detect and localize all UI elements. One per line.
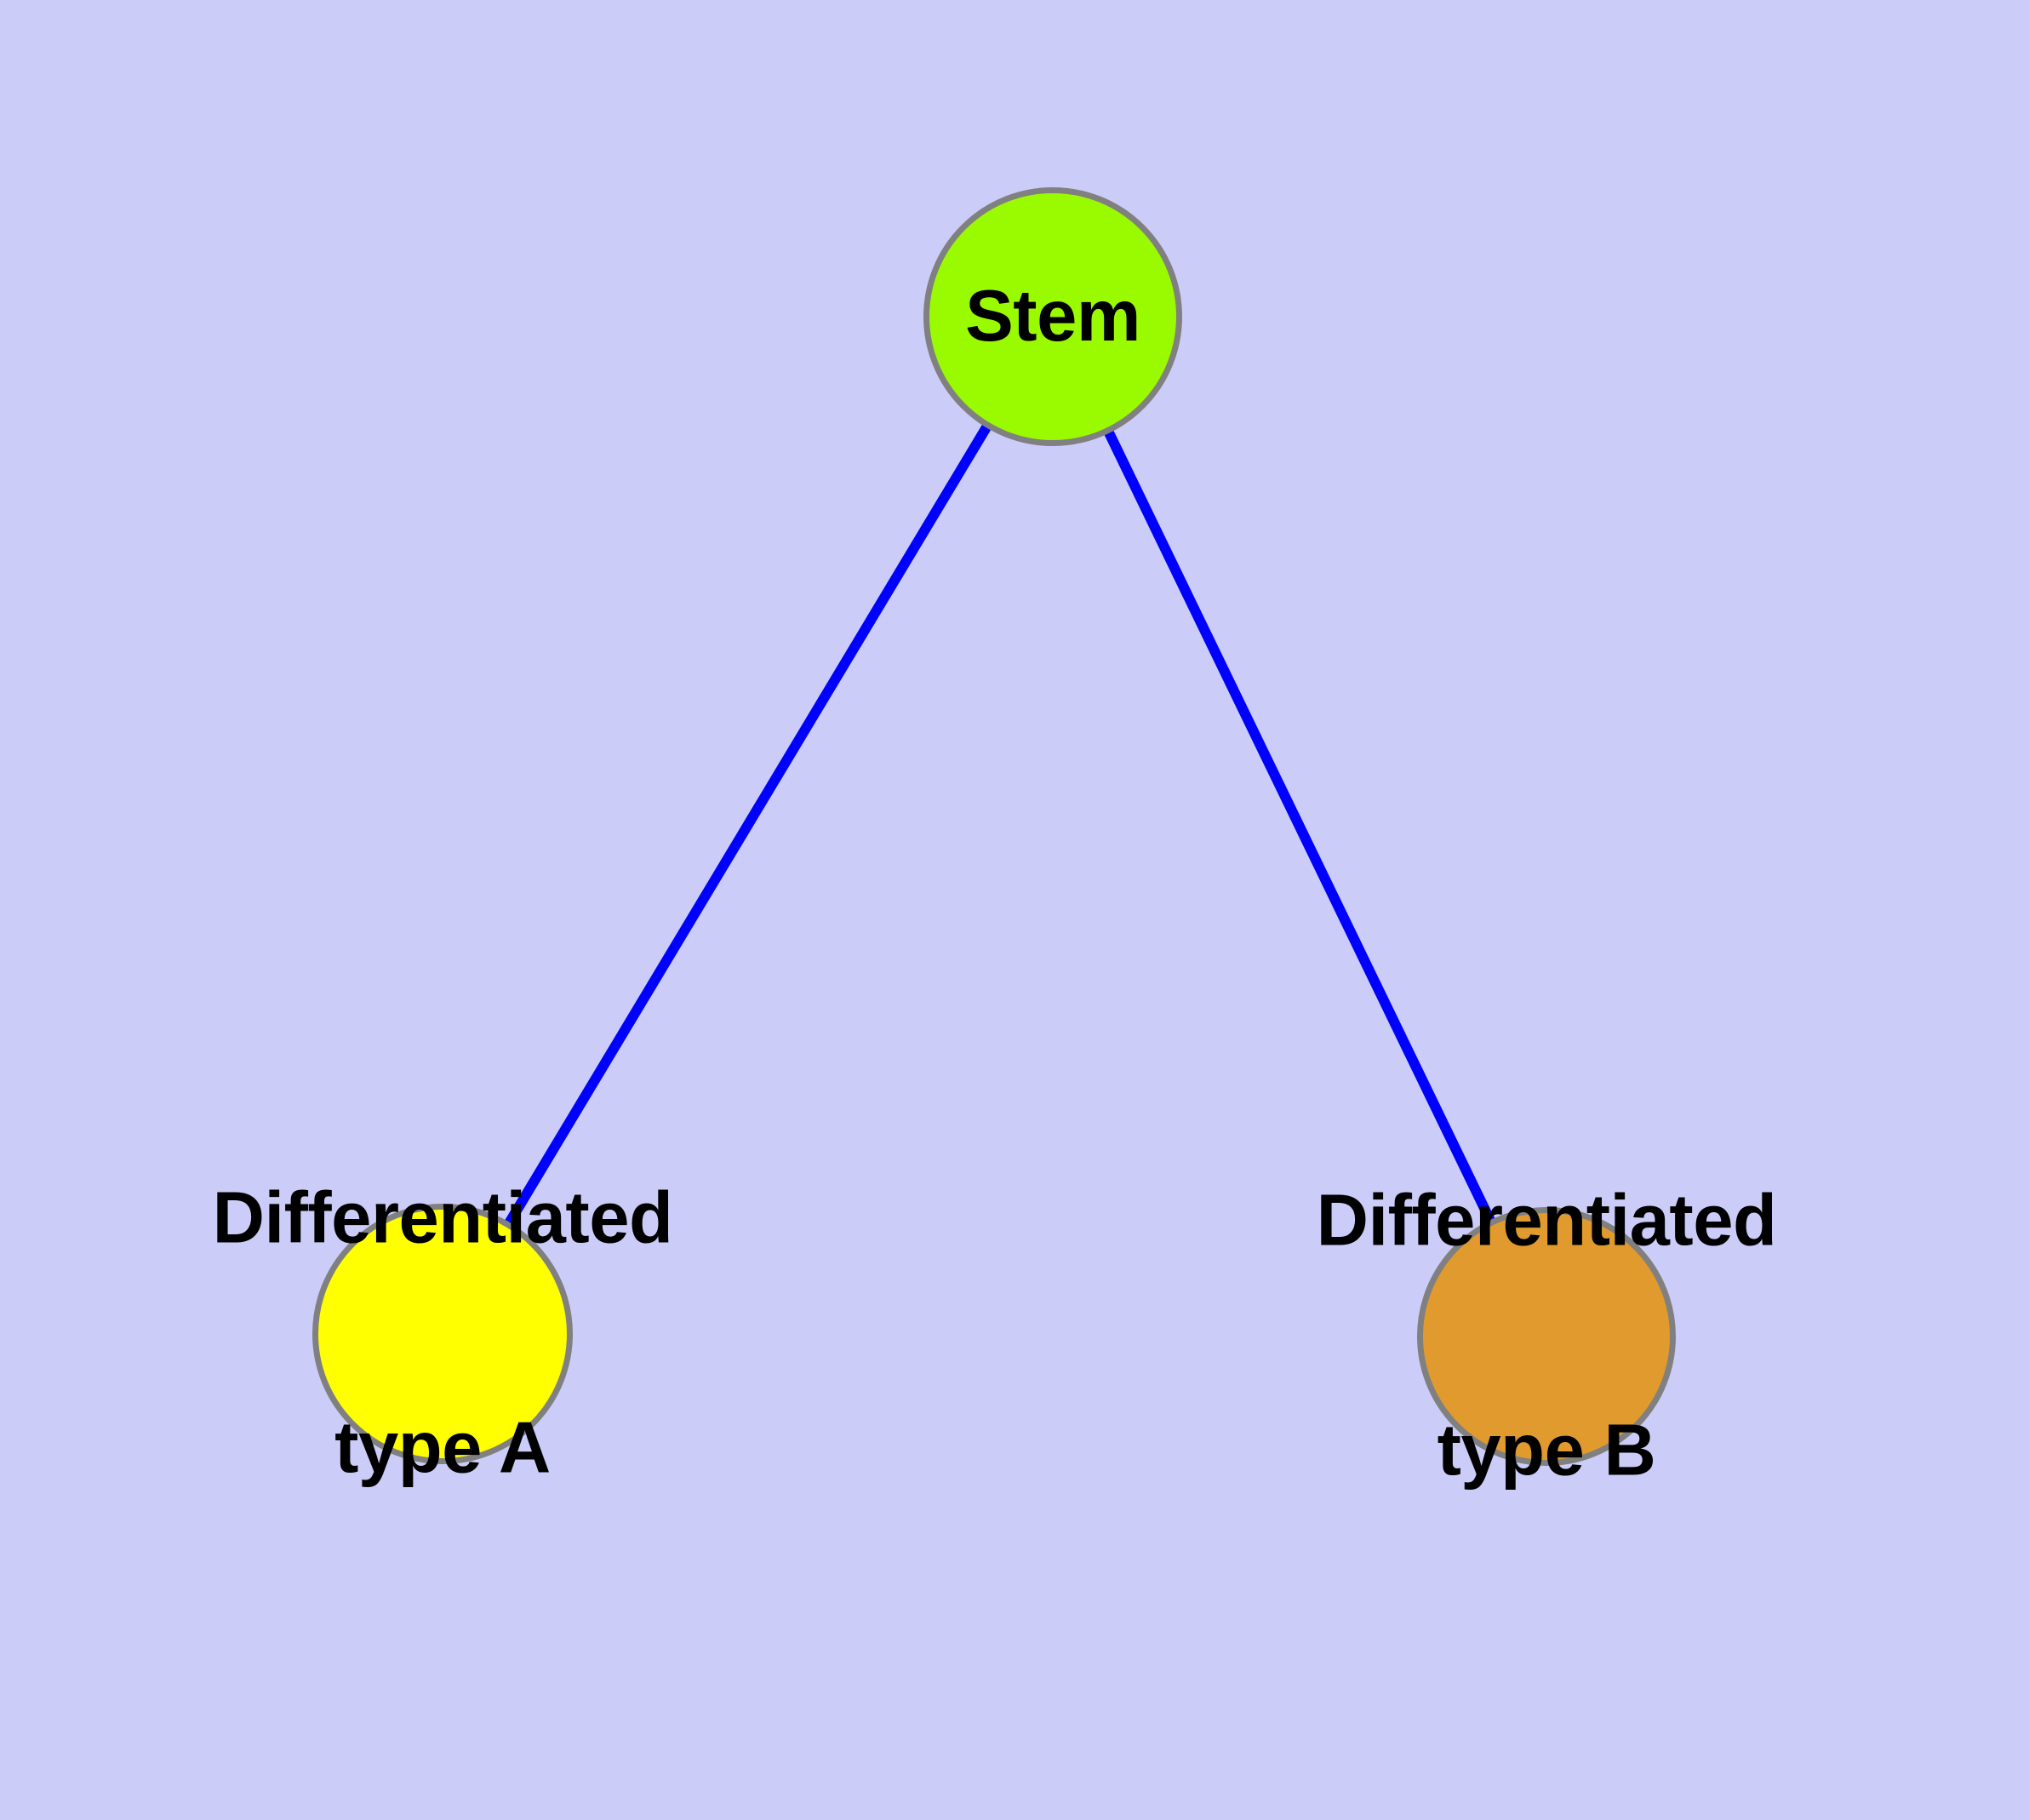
- nodes-layer: [312, 187, 1676, 1466]
- node-stem[interactable]: [923, 187, 1182, 446]
- node-differentiated-type-a[interactable]: [312, 1204, 573, 1464]
- edge-stem-to-differentiated-type-a[interactable]: [437, 313, 1058, 1337]
- edges-layer: [437, 313, 1552, 1339]
- node-differentiated-type-b[interactable]: [1417, 1207, 1676, 1466]
- edge-stem-to-differentiated-type-b[interactable]: [1048, 314, 1552, 1339]
